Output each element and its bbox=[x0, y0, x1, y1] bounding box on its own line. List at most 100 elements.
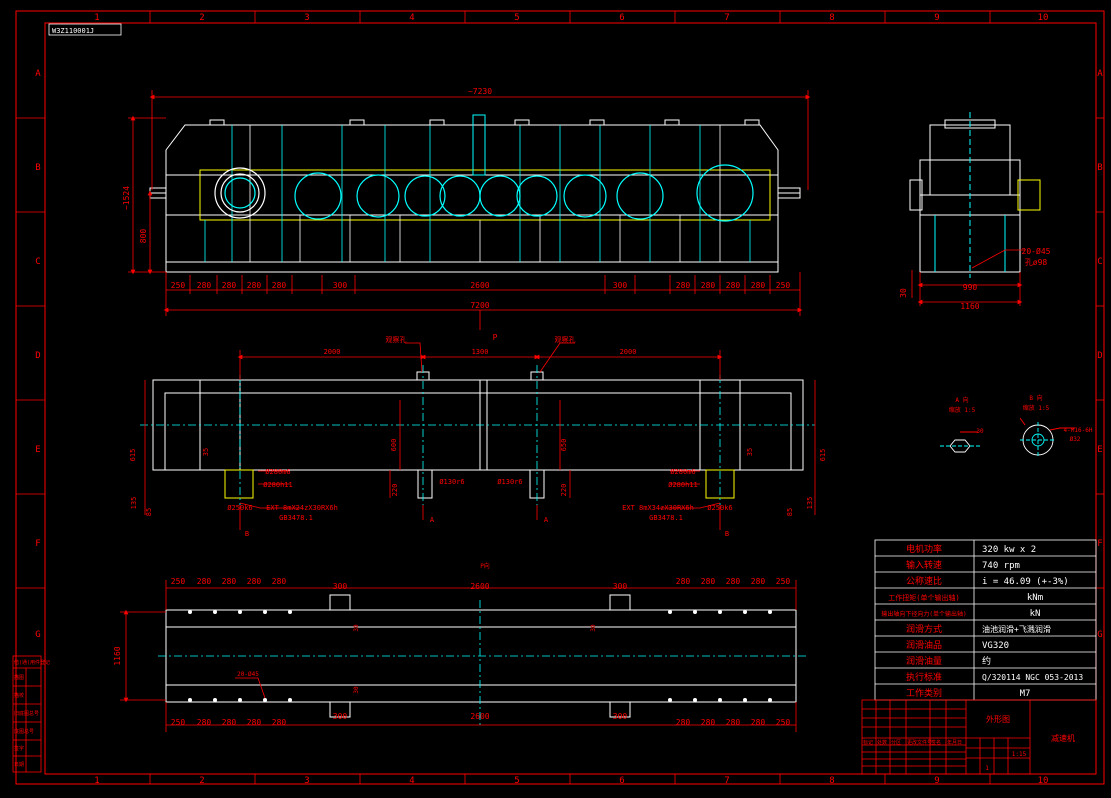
view-label: P向 bbox=[480, 562, 490, 570]
spacing: 280 bbox=[701, 281, 716, 290]
gap: 300 bbox=[333, 281, 348, 290]
drawing-name: 外形图 bbox=[986, 714, 1010, 724]
col-label: 8 bbox=[829, 13, 834, 23]
spacing: 280 bbox=[272, 281, 287, 290]
section-mark: B bbox=[725, 530, 729, 538]
section-mark: A bbox=[544, 516, 549, 524]
spline-standard: GB3478.1 bbox=[279, 514, 313, 522]
section-mark: B bbox=[245, 530, 249, 538]
row-label: C bbox=[1097, 257, 1102, 267]
spacing: 280 bbox=[701, 577, 716, 586]
stamp-row: 签字 bbox=[14, 745, 24, 752]
foundation-centerlines bbox=[158, 600, 808, 725]
detail-b-scale: 缩放 1:5 bbox=[1023, 404, 1050, 412]
dim: 650 bbox=[560, 439, 568, 452]
title-block-labels: 标记 处数 分区 更改文件号 签名 年月日 bbox=[863, 739, 962, 746]
spec-label: 工作扭矩(单个输出轴) bbox=[888, 593, 959, 602]
dim: 600 bbox=[390, 439, 398, 452]
dim: 615 bbox=[819, 449, 827, 462]
stamp-heading: 借(通)用件登记 bbox=[14, 659, 50, 666]
scale: 1:15 bbox=[1012, 751, 1027, 758]
detail-views bbox=[940, 417, 1075, 458]
spacing: 250 bbox=[171, 577, 186, 586]
dim: 85 bbox=[145, 508, 153, 516]
front-view-dim-text: ~7230 ~1524 800 250 280 280 280 280 300 … bbox=[122, 87, 790, 342]
hole-callout: 20-Ø45 bbox=[237, 671, 259, 678]
row-label: E bbox=[35, 445, 40, 455]
span-mid: 1300 bbox=[472, 348, 489, 356]
tb-label: 更改文件号 bbox=[907, 739, 932, 746]
sheet-border bbox=[15, 10, 1105, 785]
spacing: 280 bbox=[676, 577, 691, 586]
dim: 135 bbox=[130, 497, 138, 510]
spacing: 280 bbox=[751, 281, 766, 290]
tb-label: 标记 bbox=[863, 739, 873, 746]
stamp-code: W3Z110001J bbox=[52, 27, 94, 35]
spec-value: 约 bbox=[982, 655, 991, 667]
tb-label: 分区 bbox=[891, 739, 901, 746]
spline-standard: GB3478.1 bbox=[649, 514, 683, 522]
spacing: 280 bbox=[726, 281, 741, 290]
foundation-dimensions bbox=[120, 580, 797, 732]
left-registration-labels: 借(通)用件登记 描图 描校 旧底图总号 底图总号 签字 日期 bbox=[14, 659, 50, 768]
stamp-row: 描校 bbox=[14, 692, 24, 699]
col-label: 4 bbox=[409, 13, 414, 23]
fit: Ø130r6 bbox=[439, 478, 464, 486]
spec-label: 输出轴向下径向力(单个输出轴) bbox=[881, 610, 966, 618]
left-registration-stamp bbox=[12, 655, 42, 773]
detail-b-note: 4-M16-6H bbox=[1064, 427, 1093, 434]
spec-value: i = 46.09 (+-3%) bbox=[982, 577, 1069, 587]
spacing: 250 bbox=[171, 718, 186, 727]
col-label: 9 bbox=[934, 776, 939, 786]
slot-dim: 30 bbox=[353, 686, 360, 694]
fit: Ø280h11 bbox=[263, 481, 293, 489]
top-view bbox=[152, 371, 804, 499]
spacing: 280 bbox=[197, 577, 212, 586]
spec-value: 320 kw x 2 bbox=[982, 545, 1036, 555]
col-label: 5 bbox=[514, 13, 519, 23]
spec-label: 电机功率 bbox=[906, 543, 942, 555]
col-label: 10 bbox=[1038, 13, 1049, 23]
col-label: 7 bbox=[724, 776, 729, 786]
dim: 35 bbox=[202, 448, 210, 456]
row-label: F bbox=[35, 539, 40, 549]
title-block bbox=[861, 699, 1097, 775]
spacing: 280 bbox=[222, 718, 237, 727]
spacing: 280 bbox=[726, 718, 741, 727]
col-label: 2 bbox=[199, 13, 204, 23]
detail-b-title: B 向 bbox=[1029, 394, 1042, 402]
row-label: F bbox=[1097, 539, 1102, 549]
detail-a-scale: 缩放 1:5 bbox=[949, 406, 976, 414]
front-view bbox=[149, 114, 801, 273]
col-label: 4 bbox=[409, 776, 414, 786]
spline-spec: EXT 8mX34zX30RX6h bbox=[622, 504, 694, 512]
spacing: 280 bbox=[272, 718, 287, 727]
col-label: 6 bbox=[619, 776, 624, 786]
front-view-dimensions bbox=[128, 90, 811, 330]
row-label: B bbox=[1097, 163, 1102, 173]
mid-span: 2600 bbox=[470, 582, 489, 591]
spec-label: 执行标准 bbox=[906, 671, 942, 683]
tb-label: 处数 bbox=[877, 739, 887, 746]
spec-value: kN bbox=[1030, 609, 1041, 619]
foundation-dim-text: P向 250 280 280 280 280 300 2600 300 280 … bbox=[113, 562, 790, 727]
gap: 300 bbox=[613, 712, 628, 721]
row-label: C bbox=[35, 257, 40, 267]
spacing: 280 bbox=[247, 281, 262, 290]
centre-height: 800 bbox=[139, 229, 148, 244]
callout: 观察孔 bbox=[386, 335, 407, 344]
dim: 615 bbox=[129, 449, 137, 462]
spacing: 280 bbox=[726, 577, 741, 586]
spec-label: 输入转速 bbox=[906, 559, 942, 571]
side-view-dimensions bbox=[911, 249, 1025, 306]
detail-a-title: A 向 bbox=[955, 396, 968, 404]
mid-span: 2600 bbox=[470, 281, 489, 290]
spacing: 280 bbox=[197, 718, 212, 727]
mid-span: 2600 bbox=[470, 712, 489, 721]
spacing: 280 bbox=[701, 718, 716, 727]
foundation-bolt-holes bbox=[188, 610, 772, 702]
row-label: E bbox=[1097, 445, 1102, 455]
gap: 300 bbox=[333, 712, 348, 721]
hole-note: 20-Ø45 bbox=[1022, 246, 1051, 256]
